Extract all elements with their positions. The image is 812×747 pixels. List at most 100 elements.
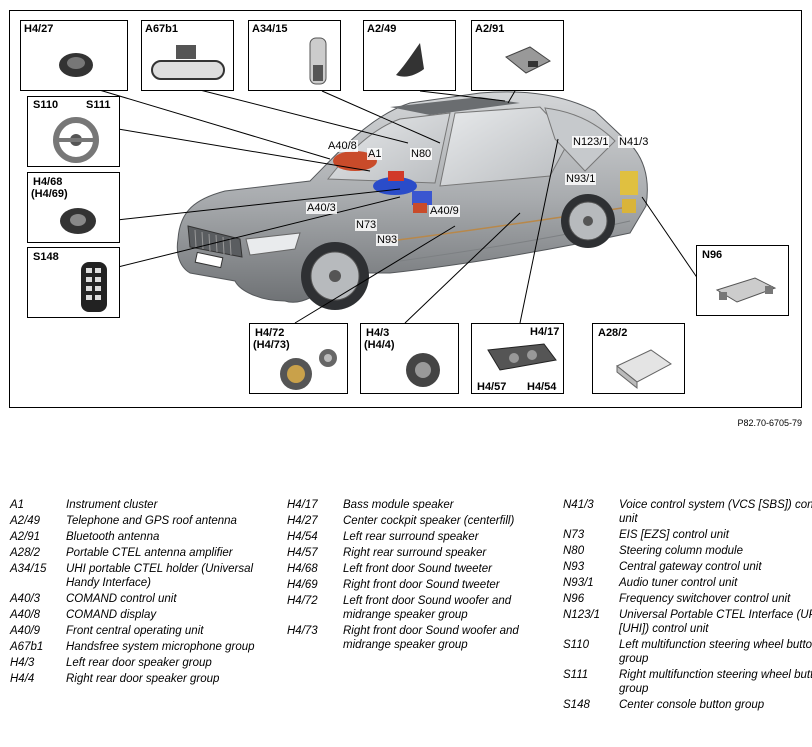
legend-code: H4/68 xyxy=(287,563,318,575)
callout-a2-91: A2/91 xyxy=(471,20,564,91)
callout-a67b1: A67b1 xyxy=(141,20,234,91)
legend-code: A40/3 xyxy=(10,593,41,605)
label-a2-91: A2/91 xyxy=(475,23,505,35)
rear-door-speaker-icon xyxy=(406,353,440,387)
legend-description: Center cockpit speaker (centerfill) xyxy=(343,515,515,527)
legend-row: H4/27 Center cockpit speaker (centerfill) xyxy=(287,514,555,528)
legend-row: H4/4 Right rear door speaker group xyxy=(10,672,278,686)
legend-code: H4/54 xyxy=(287,531,318,543)
label-h4-54: H4/54 xyxy=(527,381,557,393)
legend-row: H4/72 Left front door Sound woofer and mi… xyxy=(287,594,555,622)
bluetooth-antenna-icon xyxy=(505,46,551,74)
tweeter-icon xyxy=(60,208,96,234)
legend-code: A2/91 xyxy=(10,531,41,543)
legend-description: Right front door Sound woofer and midran… xyxy=(343,625,519,651)
car-illustration xyxy=(95,88,699,324)
legend-code: H4/4 xyxy=(10,673,35,685)
roof-antenna-icon xyxy=(396,43,424,77)
legend-code: N73 xyxy=(563,529,585,541)
component-location-diagram: H4/27 A67b1 A34/15 A2/49 A2/91 S110 S111… xyxy=(9,10,802,408)
callout-a34-15: A34/15 xyxy=(248,20,341,91)
legend-description: Frequency switchover control unit xyxy=(619,593,791,605)
legend-description: Right front door Sound tweeter xyxy=(343,579,500,591)
legend-code: H4/27 xyxy=(287,515,318,527)
label-n93-1: N93/1 xyxy=(565,173,597,185)
legend-description: Universal Portable CTEL Interface (UPCI … xyxy=(619,609,812,635)
label-n96: N96 xyxy=(702,249,723,261)
antenna-amplifier-icon xyxy=(616,349,672,390)
legend-description: Front central operating unit xyxy=(66,625,204,637)
woofer-midrange-icon xyxy=(280,349,337,390)
legend-description: Right rear door speaker group xyxy=(66,673,220,685)
legend-description: Telephone and GPS roof antenna xyxy=(66,515,237,527)
legend-code: S110 xyxy=(563,639,590,651)
legend-code: S111 xyxy=(563,669,589,681)
legend-code: H4/72 xyxy=(287,595,318,607)
label-n73: N73 xyxy=(355,219,378,231)
label-s148: S148 xyxy=(33,251,59,263)
label-n123-1: N123/1 xyxy=(572,136,610,148)
label-n41-3: N41/3 xyxy=(618,136,650,148)
rearview-mirror-microphone-icon xyxy=(151,45,225,80)
legend-description: Left front door Sound tweeter xyxy=(343,563,492,575)
callout-a28-2: A28/2 xyxy=(592,323,685,394)
label-n93: N93 xyxy=(376,234,399,246)
legend-code: A34/15 xyxy=(10,563,47,575)
legend-description: COMAND display xyxy=(66,609,157,621)
label-h4-3: H4/3 xyxy=(366,327,390,339)
legend-description: Right rear surround speaker xyxy=(343,547,487,559)
label-h4-73: (H4/73) xyxy=(253,339,290,351)
steering-wheel-icon xyxy=(53,117,99,163)
legend-description: Left rear door speaker group xyxy=(66,657,212,669)
callout-h4-3-h4-4: H4/3 (H4/4) xyxy=(360,323,459,394)
callout-h4-17-h4-57-h4-54: H4/17 H4/57 H4/54 xyxy=(471,323,564,394)
legend-code: A1 xyxy=(10,499,25,511)
legend-description: Voice control system (VCS [SBS]) control… xyxy=(619,499,812,525)
callout-h4-27: H4/27 xyxy=(20,20,128,91)
label-n80: N80 xyxy=(410,148,433,160)
legend-code: H4/3 xyxy=(10,657,35,669)
legend-description: Left front door Sound woofer and midrang… xyxy=(343,595,512,621)
label-a34-15: A34/15 xyxy=(252,23,288,35)
legend-description: Central gateway control unit xyxy=(619,561,762,573)
legend-code: N93/1 xyxy=(563,577,594,589)
label-a40-8: A40/8 xyxy=(327,140,358,152)
label-h4-27: H4/27 xyxy=(24,23,54,35)
label-s110: S110 xyxy=(33,99,59,111)
label-h4-17: H4/17 xyxy=(530,326,560,338)
center-speaker-icon xyxy=(59,53,93,77)
label-a40-3: A40/3 xyxy=(306,202,337,214)
label-a28-2: A28/2 xyxy=(598,327,628,339)
label-a40-9: A40/9 xyxy=(429,205,460,217)
legend-description: Right multifunction steering wheel butto… xyxy=(619,669,812,695)
legend-code: A2/49 xyxy=(10,515,41,527)
legend-description: Handsfree system microphone group xyxy=(66,641,255,653)
legend-row: H4/3 Left rear door speaker group xyxy=(10,656,278,670)
label-h4-4: (H4/4) xyxy=(364,339,395,351)
legend-code: A28/2 xyxy=(10,547,41,559)
legend-description: Bass module speaker xyxy=(343,499,454,511)
label-a1: A1 xyxy=(367,148,383,160)
legend-code: H4/57 xyxy=(287,547,318,559)
phone-holder-icon xyxy=(309,37,327,85)
frequency-switchover-icon xyxy=(715,277,777,303)
reference-code: P82.70-6705-79 xyxy=(737,418,802,428)
callout-s148: S148 xyxy=(27,247,120,318)
legend-code: H4/73 xyxy=(287,625,318,637)
